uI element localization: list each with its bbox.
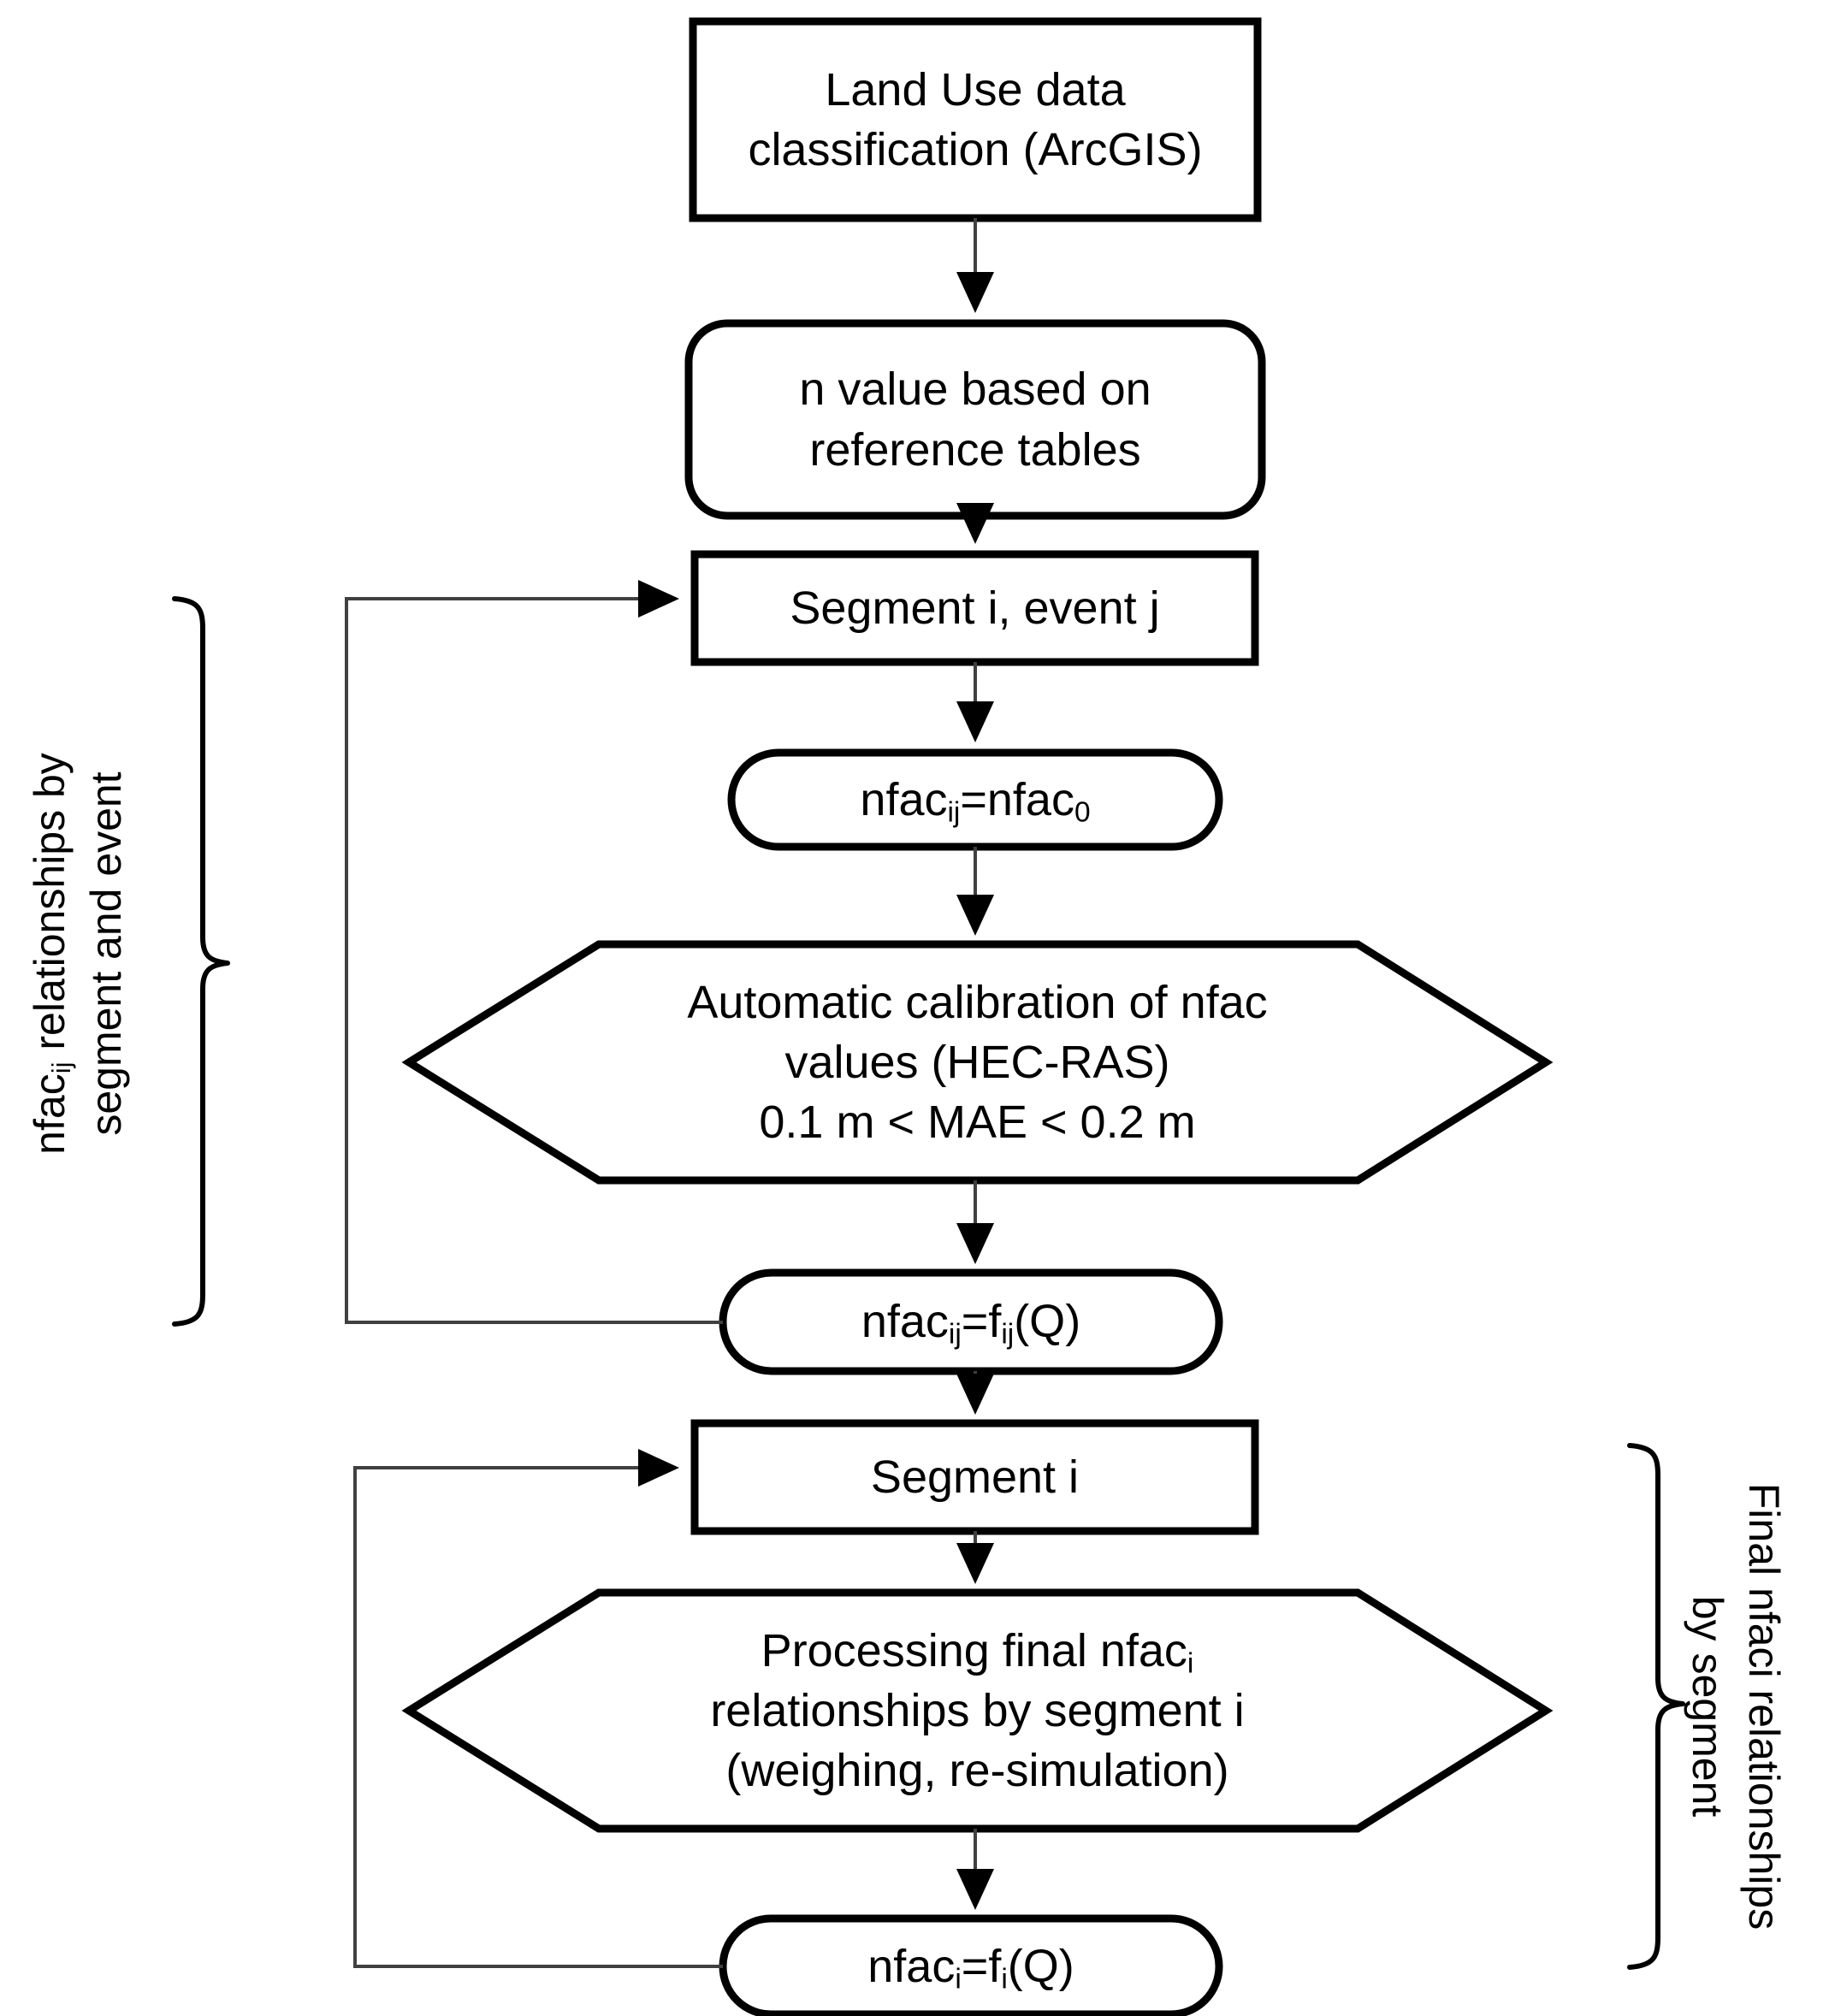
edge-feedback-lower-loop: [353, 1449, 723, 1968]
node-segment-i-shape: [690, 1419, 1259, 1535]
left-brace-annotation-line-2: segment and event: [82, 772, 130, 1136]
node-n-value-shape: [684, 319, 1266, 520]
right-curly-brace: [1627, 1443, 1685, 1970]
right-brace-annotation: Final nfaci relationships by segment: [1655, 1369, 1792, 2016]
edge-feedback-upper-loop: [345, 580, 723, 1324]
left-curly-brace: [172, 596, 230, 1327]
right-brace-annotation-line-1: Final nfaci relationships: [1740, 1482, 1788, 1930]
node-nfac-ij-fn-shape: [719, 1268, 1223, 1375]
node-auto-calibration-shape: [401, 940, 1554, 1185]
node-segment-event-shape: [690, 550, 1259, 666]
node-processing-final-shape: [401, 1588, 1554, 1833]
node-land-use-shape: [689, 17, 1262, 222]
left-brace-annotation: nfacij relationships by segment and even…: [21, 526, 158, 1381]
node-nfac-i-fn-shape: [719, 1914, 1223, 2016]
right-brace-annotation-line-2: by segment: [1684, 1595, 1731, 1818]
node-nfac-init-shape: [727, 748, 1223, 851]
left-brace-annotation-line-1: nfacij relationships by: [26, 753, 76, 1155]
